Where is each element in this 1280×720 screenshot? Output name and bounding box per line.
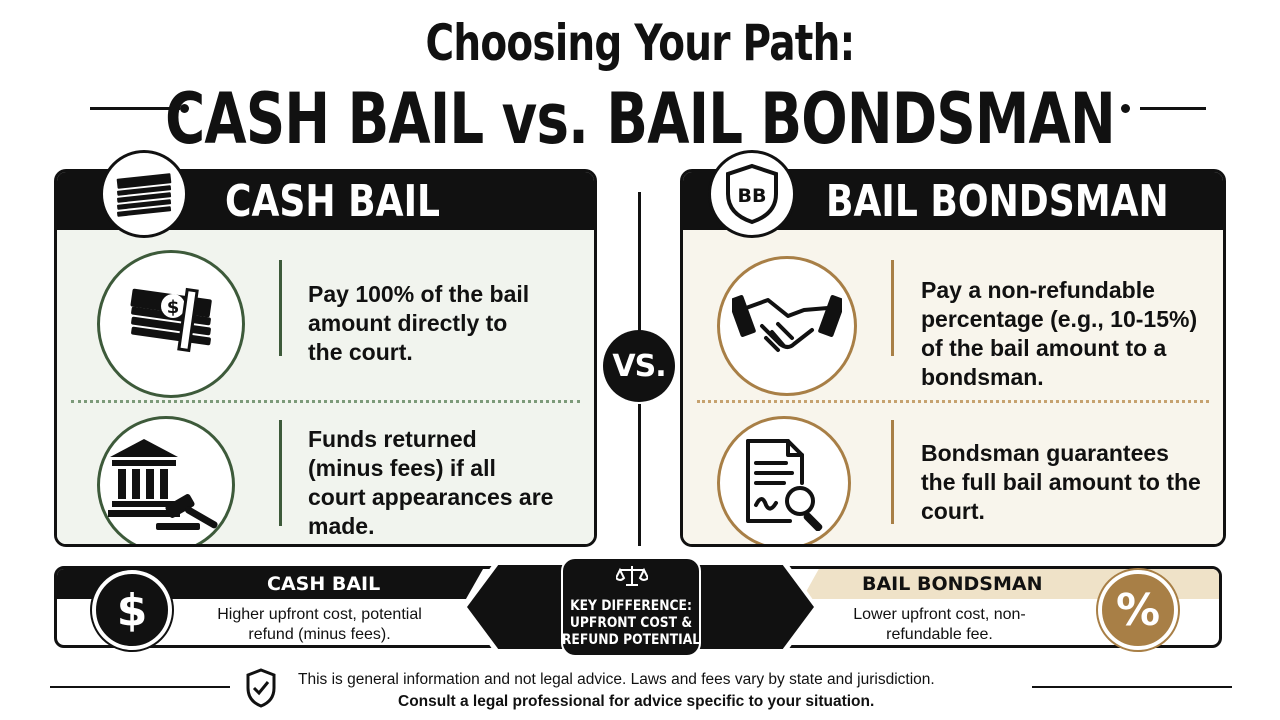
svg-text:$: $ [167, 297, 180, 318]
dollar-icon: $ [92, 570, 172, 650]
shield-check-icon [246, 668, 276, 713]
cash-summary-text: Higher upfront cost, potential refund (m… [217, 606, 422, 643]
bond-summary-label: BAIL BONDSMAN [862, 573, 1043, 595]
cash-row2-text: Funds returned (minus fees) if all court… [308, 426, 554, 539]
title-rule-left [90, 107, 180, 110]
bond-row2-text: Bondsman guarantees the full bail amount… [921, 440, 1201, 524]
vs-line-bottom [638, 404, 641, 546]
percent-icon: % [1098, 570, 1178, 650]
footer-rule-right [1032, 686, 1232, 688]
handshake-icon [717, 256, 857, 396]
cash-bail-title: CASH BAIL [225, 176, 440, 227]
disclaimer-line2: Consult a legal professional for advice … [398, 693, 875, 710]
document-magnifier-icon [717, 416, 851, 544]
bond-row1-divider [891, 260, 894, 356]
vs-line-top [638, 192, 641, 332]
bond-row2-divider [891, 420, 894, 524]
courthouse-gavel-icon [97, 416, 235, 544]
money-stack-icon: $ [97, 250, 245, 398]
shield-icon: BB [708, 150, 796, 238]
footer-rule-left [50, 686, 230, 688]
title-rule-right [1140, 107, 1206, 110]
bond-row-separator [697, 400, 1209, 403]
page-title-line1: Choosing Your Path: [425, 14, 856, 72]
cash-bail-panel: CASH BAIL $ Pay 100% of the bail amount … [54, 169, 597, 547]
page-title-line2: CASH BAIL vs. BAIL BONDSMAN [165, 78, 1116, 160]
bond-row1-text: Pay a non-refundable percentage (e.g., 1… [921, 277, 1198, 390]
row1-divider [279, 260, 282, 356]
disclaimer-line1: This is general information and not lega… [298, 671, 935, 688]
title-dot-left [180, 104, 189, 113]
title-dot-right [1121, 104, 1130, 113]
cash-row-separator [71, 400, 580, 403]
bail-bondsman-title: BAIL BONDSMAN [826, 176, 1169, 227]
cash-stack-icon [100, 150, 188, 238]
cash-summary-label: CASH BAIL [267, 573, 381, 595]
bond-summary-text: Lower upfront cost, non-refundable fee. [853, 606, 1026, 643]
bail-bondsman-panel: BAIL BONDSMAN Pay a non-refundable perce… [680, 169, 1226, 547]
bb-badge-text: BB [738, 185, 767, 207]
vs-badge: VS. [603, 330, 675, 402]
key-difference-line3: REFUND POTENTIAL [561, 632, 701, 648]
key-difference-line2: UPFRONT COST & [569, 615, 693, 631]
key-difference-line1: KEY DIFFERENCE: [570, 598, 692, 614]
scales-icon [614, 564, 650, 593]
row2-divider [279, 420, 282, 526]
cash-row1-text: Pay 100% of the bail amount directly to … [308, 281, 530, 365]
